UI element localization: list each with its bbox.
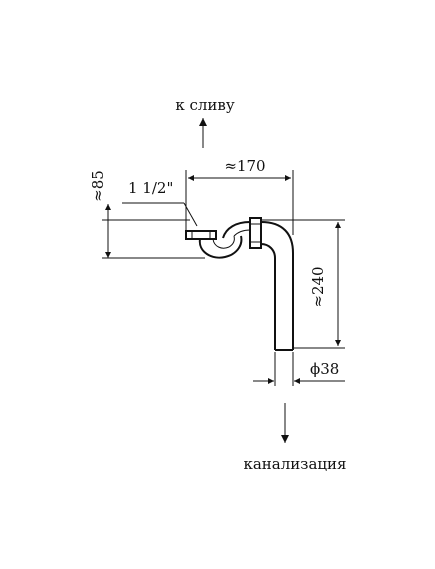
right-height-dimension xyxy=(262,219,345,349)
diameter-dimension xyxy=(253,352,345,386)
diameter-label: ϕ38 xyxy=(310,360,339,378)
thread-leader-line xyxy=(122,202,198,227)
right-height-label: ≈240 xyxy=(309,266,327,307)
siphon-body xyxy=(185,217,294,351)
left-height-label: ≈85 xyxy=(89,170,107,202)
to-drain-label: к сливу xyxy=(175,96,235,114)
thread-size-label: 1 1/2" xyxy=(128,179,173,197)
left-height-dimension xyxy=(102,204,205,259)
width-dimension-label: ≈170 xyxy=(224,157,265,175)
sewer-label: канализация xyxy=(243,455,346,473)
